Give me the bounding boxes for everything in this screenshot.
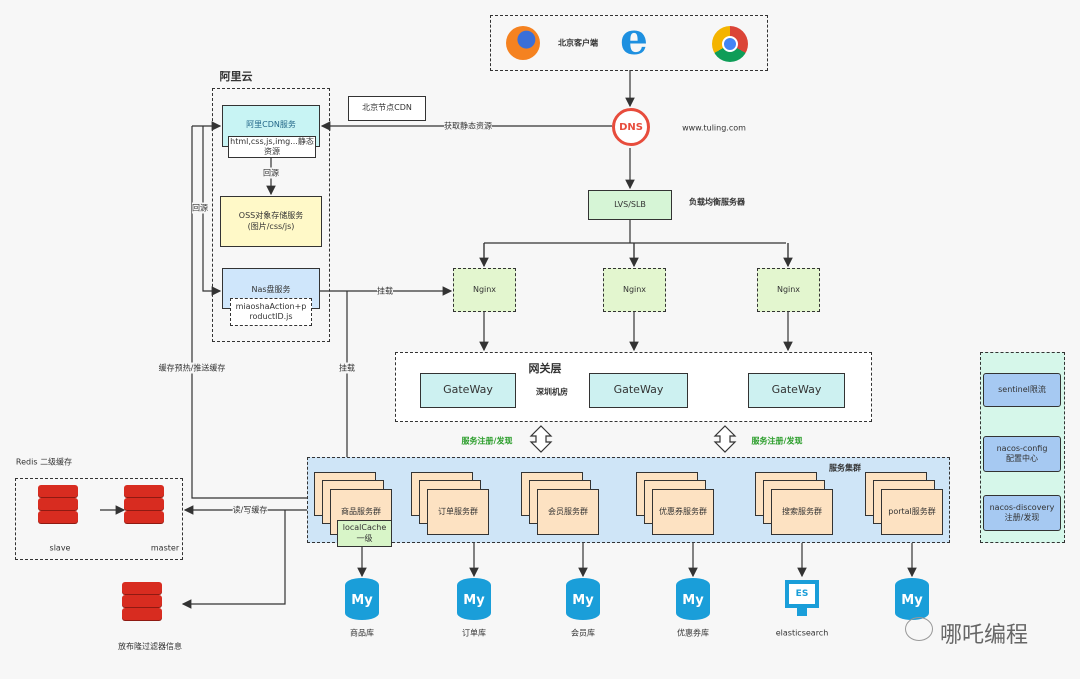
redis-group <box>15 478 183 560</box>
watermark: 哪吒编程 <box>940 623 1029 648</box>
db-label: 会员库 <box>571 628 595 638</box>
ie-icon: e <box>620 14 648 65</box>
mysql-icon: My <box>895 578 929 620</box>
mysql-icon: My <box>566 578 600 620</box>
lvs-desc: 负载均衡服务器 <box>689 197 745 207</box>
gateway-box: GateWay <box>748 373 845 408</box>
rw-cache-label: 读/写缓存 <box>232 504 268 516</box>
nacos-config-box: nacos-config 配置中心 <box>983 436 1061 472</box>
mount-edge-label: 挂载 <box>339 362 355 374</box>
back-source-edge-label: 回源 <box>192 202 208 214</box>
mysql-icon: My <box>676 578 710 620</box>
mysql-icon: My <box>457 578 491 620</box>
firefox-icon <box>506 26 540 60</box>
wechat-icon <box>905 617 933 641</box>
register-label: 服务注册/发现 <box>461 436 513 446</box>
db-label: 优惠券库 <box>677 628 709 638</box>
local-cache-box: localCache 一级 <box>337 520 392 547</box>
db-label: elasticsearch <box>775 628 829 638</box>
bloom-label: 放布隆过滤器信息 <box>118 642 182 651</box>
master-label: master <box>150 543 180 553</box>
nginx-box: Nginx <box>757 268 820 312</box>
redis-slave-icon <box>38 485 78 523</box>
client-group <box>490 15 768 71</box>
service-group-box: 搜索服务群 <box>771 489 833 535</box>
service-group-box: 优惠券服务群 <box>652 489 714 535</box>
gateway-box: GateWay <box>589 373 688 408</box>
redis-master-icon <box>124 485 164 523</box>
dns-icon: DNS <box>612 108 650 146</box>
preheat-label: 缓存预热/推送缓存 <box>158 362 226 374</box>
gateway-room: 深圳机房 <box>536 387 568 397</box>
gateway-title: 网关层 <box>528 362 562 375</box>
nacos-discovery-box: nacos-discovery 注册/发现 <box>983 495 1061 531</box>
chrome-icon <box>712 26 748 62</box>
domain-label: www.tuling.com <box>682 123 746 133</box>
aliyun-group <box>212 88 330 342</box>
nginx-box: Nginx <box>453 268 516 312</box>
oss-box: OSS对象存储服务 (图片/css/js) <box>220 196 322 247</box>
elasticsearch-icon: ES <box>785 578 819 620</box>
mysql-icon: My <box>345 578 379 620</box>
slave-label: slave <box>49 543 71 553</box>
db-label: 订单库 <box>462 628 486 638</box>
lvs-box: LVS/SLB <box>588 190 672 220</box>
nas-file-box: miaoshaAction+productID.js <box>230 298 312 326</box>
service-group-box: 会员服务群 <box>537 489 599 535</box>
beijing-cdn-box: 北京节点CDN <box>348 96 426 121</box>
redis-title: Redis 二级缓存 <box>15 457 73 467</box>
db-label: 商品库 <box>350 628 374 638</box>
redis-bloom-icon <box>122 582 162 620</box>
service-group-box: portal服务群 <box>881 489 943 535</box>
static-resource-box: html,css,js,img...静态资源 <box>228 136 316 158</box>
client-label: 北京客户端 <box>558 38 598 48</box>
nginx-box: Nginx <box>603 268 666 312</box>
sentinel-box: sentinel限流 <box>983 373 1061 407</box>
back-source-label: 回源 <box>263 167 279 179</box>
mount-label: 挂载 <box>377 285 393 297</box>
service-group-box: 订单服务群 <box>427 489 489 535</box>
cluster-title: 服务集群 <box>829 463 861 473</box>
gateway-box: GateWay <box>420 373 516 408</box>
register-label: 服务注册/发现 <box>751 436 803 446</box>
get-static-label: 获取静态资源 <box>444 120 492 132</box>
aliyun-title: 阿里云 <box>219 70 253 83</box>
